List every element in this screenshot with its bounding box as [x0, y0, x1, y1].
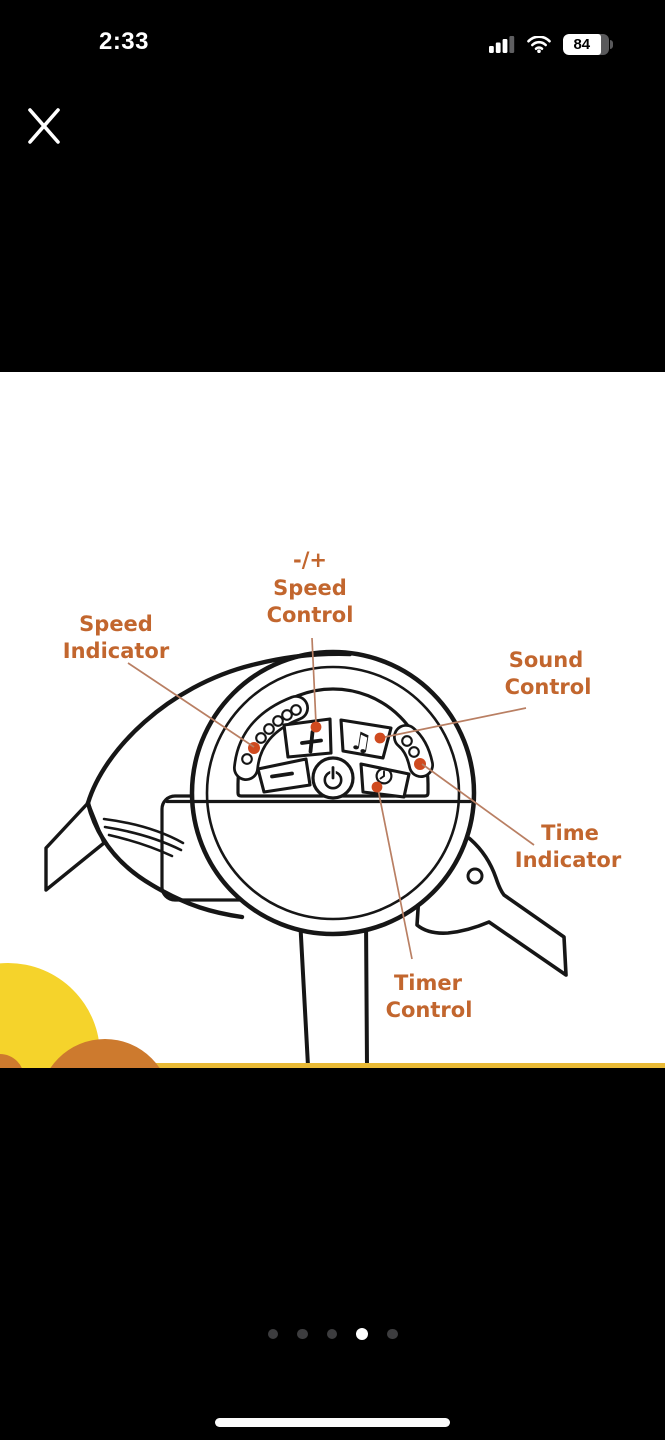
page-dot[interactable]: [387, 1328, 398, 1340]
motor-head-rim: [205, 665, 461, 921]
speed-led: [241, 753, 253, 765]
leader-speed-indicator: [127, 662, 255, 748]
page-dot[interactable]: [267, 1328, 278, 1340]
close-button[interactable]: [24, 104, 66, 146]
hub-arc: [107, 833, 174, 858]
svg-text:Time: Time: [541, 821, 599, 845]
svg-text:Indicator: Indicator: [515, 848, 622, 872]
housing-bottom-edge: [85, 800, 245, 920]
speed-led: [281, 709, 293, 721]
sound-button: [339, 718, 393, 760]
clock-time: 2:33: [98, 28, 150, 55]
speed-plus-button: [282, 717, 333, 759]
svg-text:Control: Control: [386, 998, 473, 1022]
svg-text:Sound: Sound: [509, 648, 583, 672]
leader-timer-control: [377, 788, 413, 960]
minus-icon: [270, 771, 294, 779]
page-indicator: [0, 1328, 665, 1340]
label-time-indicator: Time Indicator: [515, 821, 622, 872]
speed-led: [255, 732, 267, 744]
label-sound-control: Sound Control: [505, 648, 592, 699]
label-timer-control: Timer Control: [386, 971, 473, 1022]
speed-led: [263, 723, 275, 735]
leader-speed-control: [311, 637, 317, 725]
pivot-hole: [466, 867, 484, 885]
svg-text:Control: Control: [267, 603, 354, 627]
page-dot[interactable]: [326, 1328, 337, 1340]
hub-arc: [102, 817, 185, 845]
time-led: [408, 746, 420, 758]
cellular-signal-icon: [488, 36, 514, 53]
marker-dot-timer-control: [371, 781, 383, 793]
battery-icon: 84: [562, 34, 613, 55]
home-indicator[interactable]: [215, 1418, 450, 1427]
center-leg: [298, 916, 369, 1068]
gold-stripe: [0, 1063, 665, 1068]
time-led: [401, 735, 413, 747]
page-dot[interactable]: [297, 1328, 308, 1340]
close-icon: [28, 108, 60, 144]
svg-text:Control: Control: [505, 675, 592, 699]
svg-text:Timer: Timer: [394, 971, 463, 995]
clock-icon: [375, 767, 393, 785]
leader-time-indicator: [421, 763, 535, 846]
battery-percent: 84: [573, 36, 591, 53]
speed-led: [290, 704, 302, 716]
music-note-icon: ♫: [348, 725, 375, 757]
status-bar: 2:33 84: [0, 0, 665, 70]
marker-dot-sound-control: [374, 732, 386, 744]
status-icons: 84: [488, 34, 613, 55]
speed-led: [272, 715, 284, 727]
marker-dot-speed-control: [310, 721, 322, 733]
page-dot[interactable]: [356, 1328, 368, 1340]
time-led-active: [414, 758, 426, 770]
hub-arc: [103, 825, 183, 852]
swing-control-panel-diagram: ♫ -/+ Speed Control: [0, 548, 665, 1171]
plus-icon: [300, 730, 323, 754]
svg-text:Speed: Speed: [273, 576, 347, 600]
label-speed-indicator: Speed Indicator: [63, 612, 170, 663]
label-speed-control: -/+ Speed Control: [267, 548, 354, 627]
svg-text:Speed: Speed: [79, 612, 153, 636]
svg-text:-/+: -/+: [293, 548, 327, 572]
image-page[interactable]: ♫ -/+ Speed Control: [0, 372, 665, 1171]
leader-sound-control: [384, 707, 527, 738]
wifi-icon: [526, 36, 551, 53]
left-leg: [44, 801, 106, 892]
svg-text:Indicator: Indicator: [63, 639, 170, 663]
